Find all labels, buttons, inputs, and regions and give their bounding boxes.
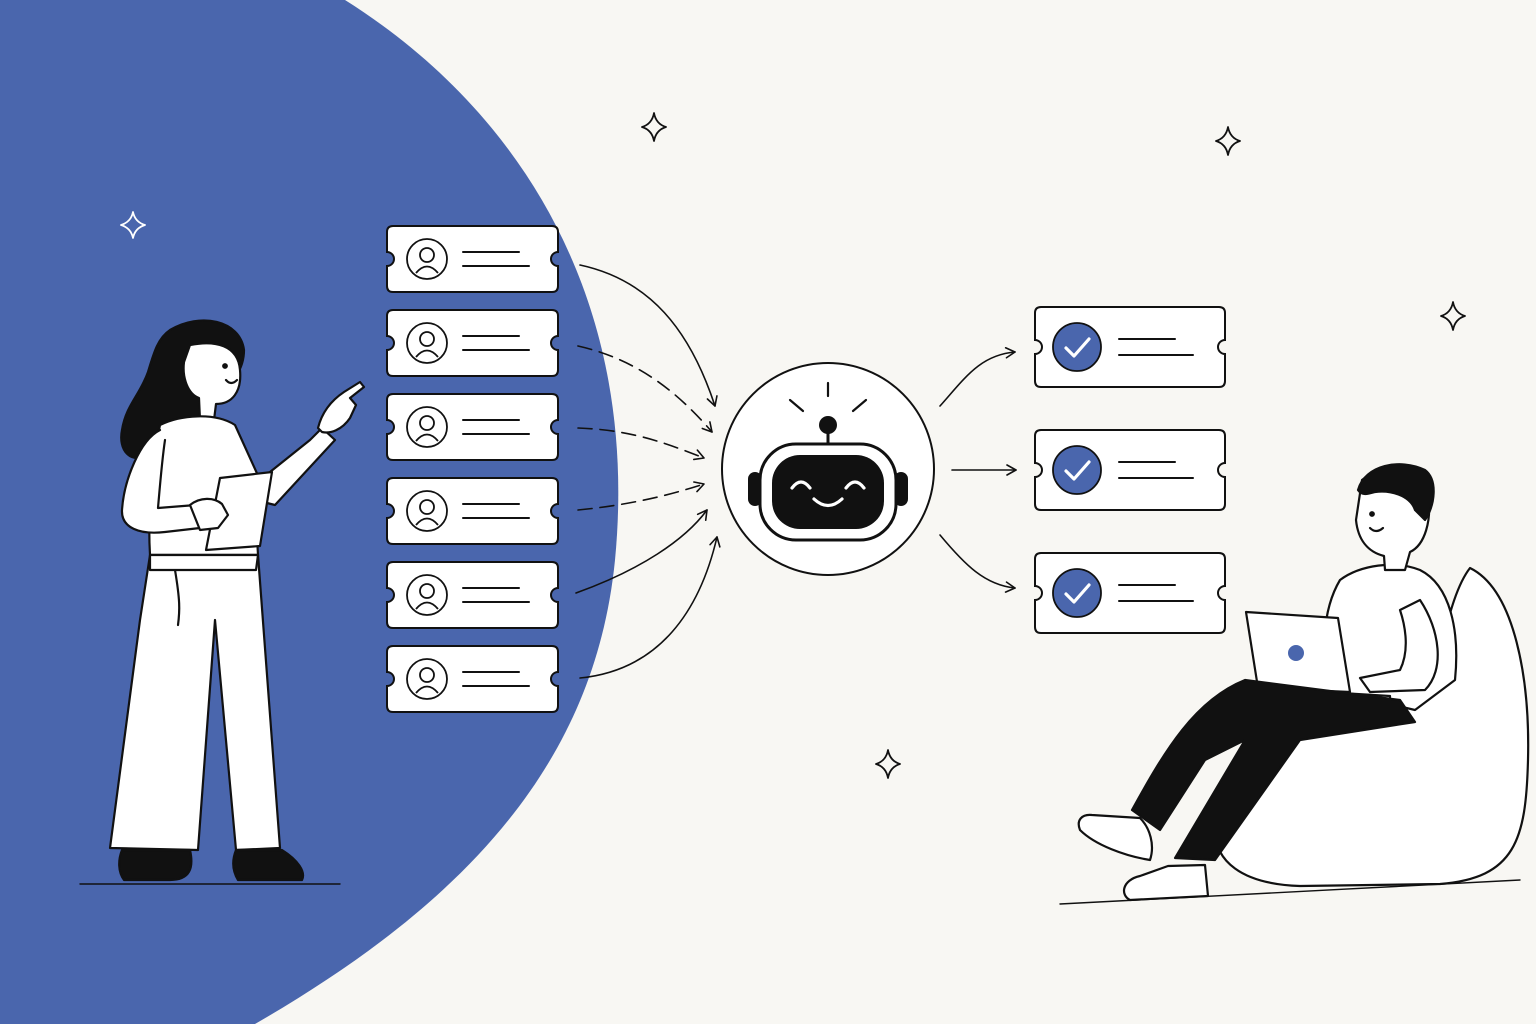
ticket-text-lines — [462, 335, 530, 351]
sparkle-icon — [641, 112, 667, 142]
ticket-text-lines — [462, 587, 530, 603]
sparkles — [120, 112, 1466, 779]
user-avatar-icon — [406, 322, 448, 364]
resolved-ticket-stack — [1034, 306, 1226, 634]
user-avatar-icon — [406, 658, 448, 700]
output-arrows — [939, 346, 1017, 593]
user-avatar-icon — [406, 574, 448, 616]
input-ticket — [386, 561, 559, 629]
arrow — [575, 509, 708, 594]
checkmark-icon — [1052, 322, 1102, 372]
input-ticket — [386, 477, 559, 545]
ticket-text-lines — [462, 251, 530, 267]
arrow — [939, 534, 1016, 593]
arrow-dashed — [577, 427, 705, 461]
arrow-dashed — [577, 345, 713, 433]
smiling-robot-icon — [748, 416, 908, 542]
robot-hub — [721, 362, 935, 576]
ticket-text-lines — [1118, 584, 1194, 602]
user-avatar-icon — [406, 490, 448, 532]
sparkle-icon — [1215, 126, 1241, 156]
user-avatar-icon — [406, 238, 448, 280]
input-ticket — [386, 309, 559, 377]
arrow — [579, 536, 721, 679]
woman-pointing — [79, 319, 366, 885]
ticket-text-lines — [462, 419, 530, 435]
checkmark-icon — [1052, 568, 1102, 618]
input-ticket — [386, 225, 559, 293]
ticket-text-lines — [1118, 338, 1194, 356]
arrow — [939, 346, 1016, 407]
sparkle-icon — [875, 749, 901, 779]
resolved-ticket — [1034, 429, 1226, 511]
ticket-text-lines — [462, 503, 530, 519]
ticket-text-lines — [1118, 461, 1194, 479]
sparkle-icon — [1440, 301, 1466, 331]
checkmark-icon — [1052, 445, 1102, 495]
sparkle-icon — [120, 211, 146, 239]
resolved-ticket — [1034, 552, 1226, 634]
man-on-beanbag-with-laptop — [1059, 463, 1530, 905]
input-arrows — [575, 264, 721, 679]
user-avatar-icon — [406, 406, 448, 448]
resolved-ticket — [1034, 306, 1226, 388]
input-ticket-stack — [386, 225, 559, 713]
ticket-text-lines — [462, 671, 530, 687]
input-ticket — [386, 393, 559, 461]
arrow-dashed — [577, 481, 705, 511]
input-ticket — [386, 645, 559, 713]
arrow — [579, 264, 718, 407]
